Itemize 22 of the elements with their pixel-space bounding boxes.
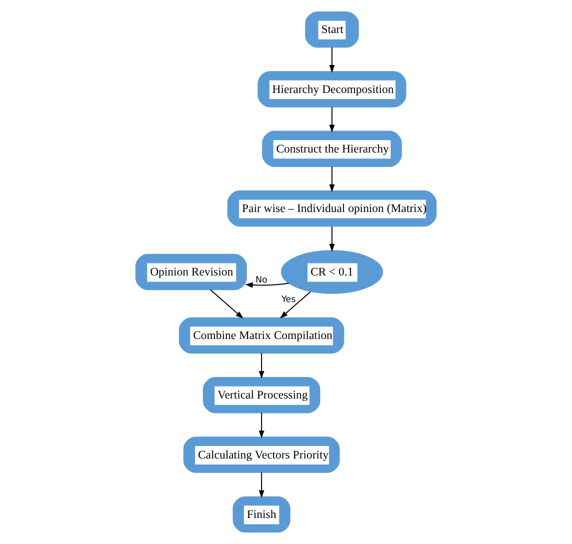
arrow [258, 352, 264, 379]
arrow [244, 282, 290, 288]
node-box: Combine Matrix Compilation [178, 317, 344, 354]
node-box: Pair wise – Individual opinion (Matrix) [227, 190, 437, 227]
arrow [258, 412, 264, 438]
node-box: Start [305, 12, 359, 48]
arrow [329, 46, 335, 73]
node-box: Opinion Revision [135, 254, 247, 290]
node-box: Calculating Vectors Priority [183, 436, 340, 473]
node-box: Finish [232, 496, 290, 532]
arrow [329, 166, 335, 192]
node-ellipse: CR < 0.1 [280, 250, 384, 294]
edge-label: Yes [281, 294, 296, 305]
arrow [329, 226, 335, 252]
arrow [210, 289, 244, 319]
arrow [258, 472, 264, 498]
edge-label: No [255, 275, 268, 286]
arrow [329, 106, 335, 133]
node-box: Hierarchy Decomposition [258, 71, 406, 108]
node-box: Vertical Processing [202, 377, 320, 414]
node-box: Construct the Hierarchy [262, 130, 402, 167]
arrow [280, 291, 311, 318]
